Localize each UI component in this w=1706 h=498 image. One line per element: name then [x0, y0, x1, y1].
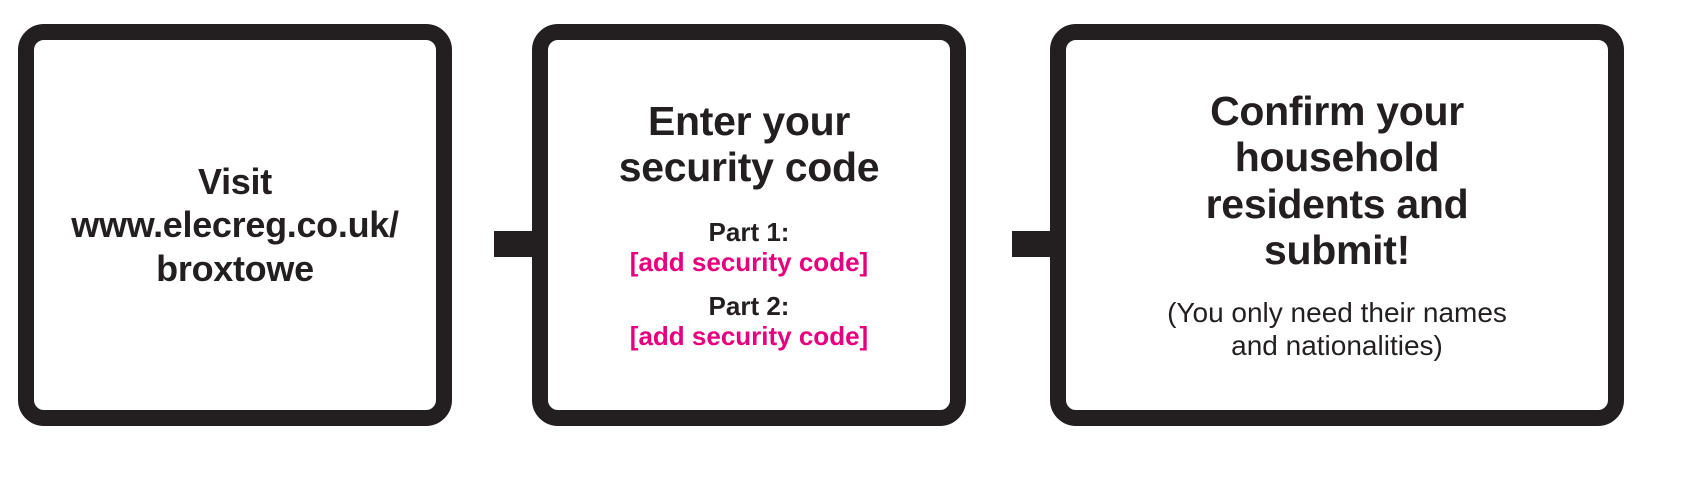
security-code-part-1: Part 1: [add security code] — [630, 217, 868, 277]
step-box-visit-website: Visit www.elecreg.co.uk/ broxtowe — [18, 24, 452, 426]
part-2-label: Part 2: — [708, 290, 790, 321]
part-1-value: [add security code] — [629, 246, 869, 277]
step-3-note: (You only need their names and nationali… — [1167, 297, 1507, 361]
step-3-headline: Confirm your household residents and sub… — [1205, 87, 1469, 273]
step-1-headline: Visit www.elecreg.co.uk/ broxtowe — [71, 161, 399, 289]
step-box-confirm-household: Confirm your household residents and sub… — [1050, 24, 1624, 426]
part-2-value: [add security code] — [629, 321, 869, 352]
step-2-headline: Enter your security code — [618, 97, 880, 190]
security-code-part-2: Part 2: [add security code] — [630, 291, 868, 351]
part-1-label: Part 1: — [708, 216, 790, 247]
step-box-enter-security-code: Enter your security code Part 1: [add se… — [532, 24, 966, 426]
